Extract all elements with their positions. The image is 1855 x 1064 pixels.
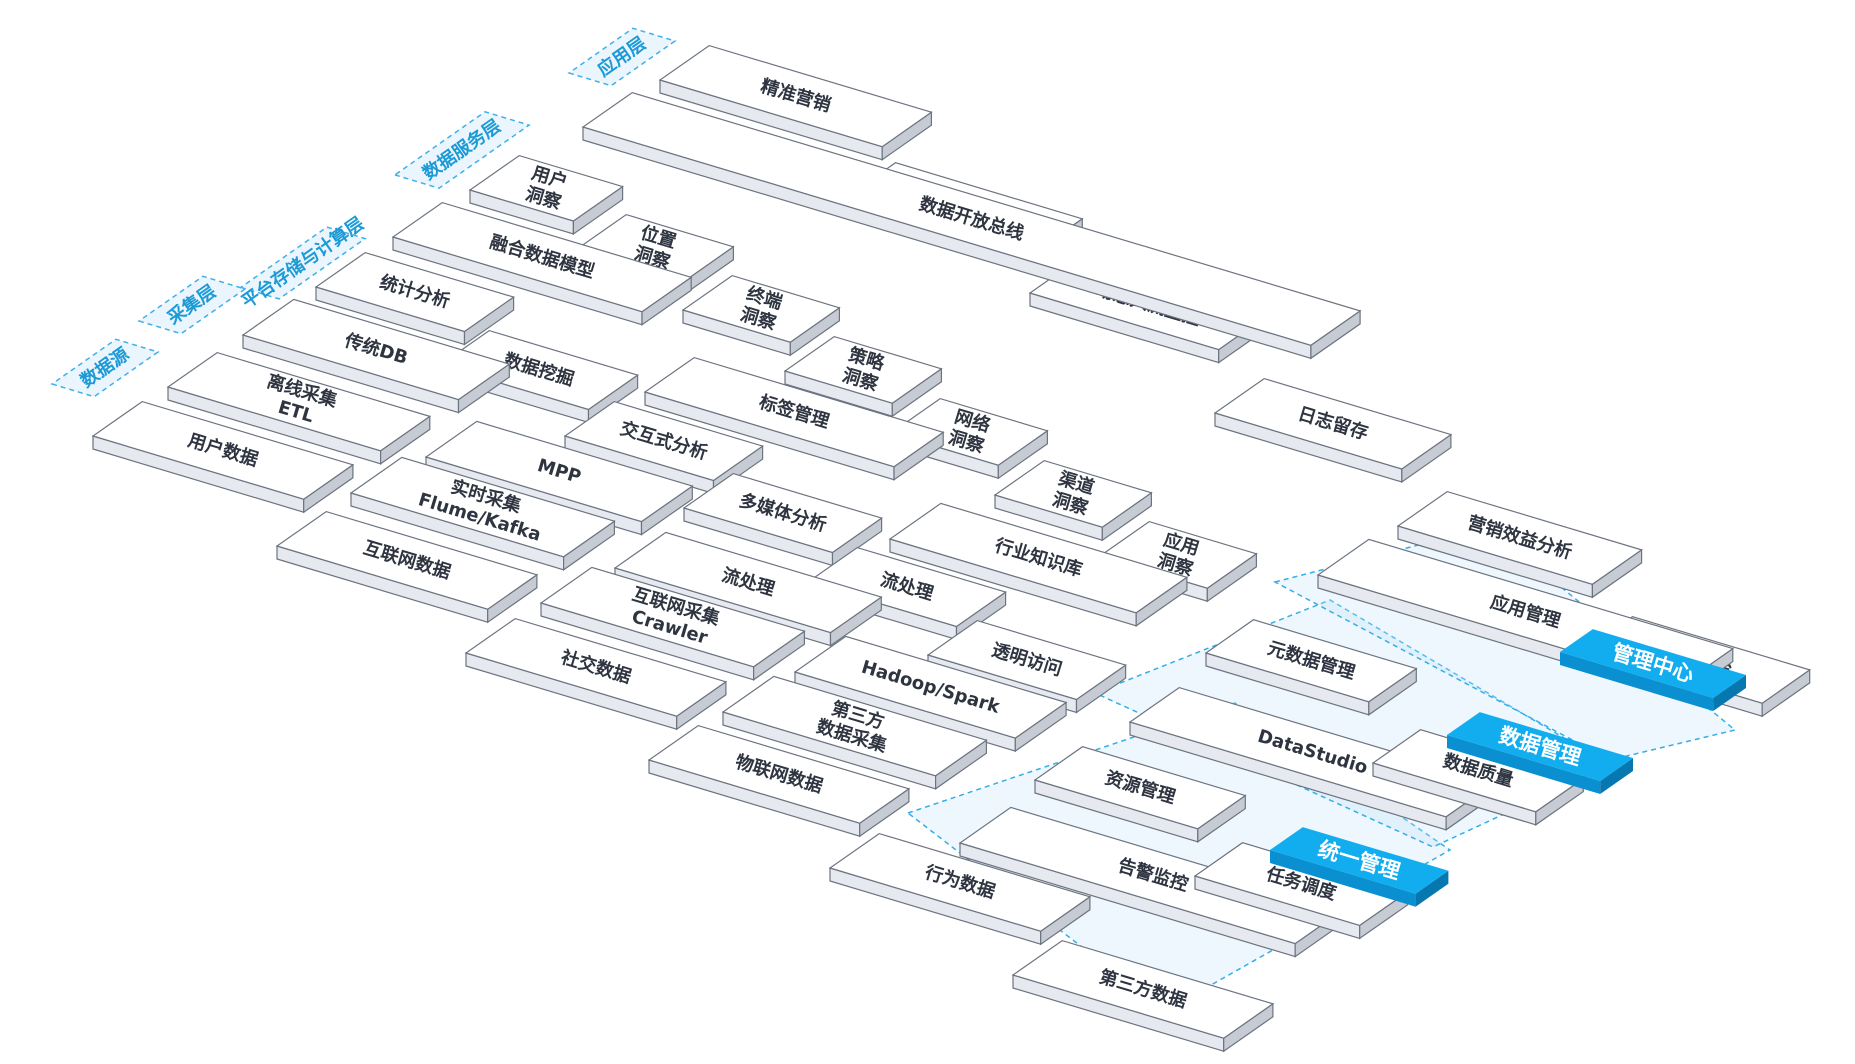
block-unified-management-side-face <box>1415 870 1449 907</box>
block-third-party-data: 第三方数据 <box>1011 939 1275 1053</box>
block-management-center: 管理中心 <box>1560 629 1746 711</box>
block-realtime-flume-top-face <box>349 456 616 558</box>
block-multimedia-analysis-top-face <box>682 472 883 554</box>
layer-label-storage-frame <box>239 226 367 300</box>
block-offline-etl-top-face <box>166 351 432 452</box>
block-multimedia-analysis: 多媒体分析 <box>682 472 883 567</box>
block-third-party-collect-top-face <box>721 675 988 777</box>
block-internet-data-top-face <box>275 510 539 610</box>
block-statistical-analysis: 统计分析 <box>314 251 515 346</box>
block-hadoop-spark-top-face <box>793 635 1068 739</box>
block-transparent-access-top-face <box>926 619 1127 701</box>
block-unified-management-top-face <box>1270 827 1449 894</box>
block-precision-marketing: 精准营销 <box>658 44 933 161</box>
block-data-management-top-face <box>1447 712 1633 781</box>
block-social-data-top-face <box>464 617 728 717</box>
block-internet-data: 互联网数据 <box>275 510 539 624</box>
block-network-insight-top-face <box>889 397 1049 466</box>
layer-label-collection: 采集层 <box>137 275 247 335</box>
block-data-open-bus: 数据开放总线 <box>581 91 1362 360</box>
block-user-data-top-face <box>91 400 355 500</box>
block-stream-processing-2-top-face <box>806 546 1007 628</box>
block-third-party-data-top-face <box>1011 939 1275 1039</box>
block-stream-processing-1-top-face <box>613 531 883 634</box>
block-interactive-analysis: 交互式分析 <box>563 400 764 495</box>
block-marketing-benefit: 营销效益分析 <box>1396 490 1643 599</box>
block-log-retention: 日志留存 <box>1213 377 1453 484</box>
layer-label-data-service-frame <box>393 110 531 190</box>
block-behavior-data: 行为数据 <box>828 832 1092 946</box>
block-task-scheduling: 任务调度 <box>1193 842 1409 940</box>
layer-label-data-source: 数据源 <box>50 338 160 398</box>
block-industry-kb: 行业知识库 <box>888 502 1189 627</box>
block-log-retention-top-face <box>1213 377 1453 470</box>
block-terminal-insight-top-face <box>681 274 841 343</box>
block-fusion-model-top-face <box>391 201 693 313</box>
block-alert-monitoring: 告警监控 <box>958 806 1348 958</box>
block-behavior-data-top-face <box>828 832 1092 932</box>
block-crawler-top-face <box>539 566 806 668</box>
block-unified-management-front-face <box>1270 850 1416 907</box>
block-traditional-db: 传统DB <box>241 298 511 414</box>
block-data-management-side-face <box>1600 758 1633 794</box>
block-user-insight-top-face <box>468 154 624 222</box>
block-resource-management: 资源管理 <box>1033 746 1247 843</box>
block-resource-management-top-face <box>1033 746 1247 830</box>
layer-label-application: 应用层 <box>567 27 677 87</box>
block-strategy-insight-top-face <box>783 335 943 404</box>
layer-label-application-frame <box>567 27 677 87</box>
layer-label-data-source-frame <box>50 338 160 398</box>
block-metadata-management-top-face <box>1204 619 1418 703</box>
block-channel-insight-top-face <box>993 459 1153 528</box>
block-data-management-front-face <box>1447 735 1601 794</box>
block-transparent-access: 透明访问 <box>926 619 1127 714</box>
block-marketing-benefit-top-face <box>1396 490 1643 585</box>
block-data-mining-top-face <box>438 329 639 411</box>
block-data-open-bus-top-face <box>581 91 1362 346</box>
block-management-center-front-face <box>1560 652 1714 711</box>
block-user-data: 用户数据 <box>91 400 355 514</box>
block-tag-management: 标签管理 <box>643 356 945 481</box>
block-iot-data: 物联网数据 <box>647 724 911 838</box>
block-precision-marketing-top-face <box>658 44 933 148</box>
block-mpp-top-face <box>424 420 694 523</box>
block-tag-management-top-face <box>643 356 945 468</box>
block-social-data: 社交数据 <box>464 617 728 731</box>
block-management-center-top-face <box>1560 629 1746 698</box>
block-iot-data-top-face <box>647 724 911 824</box>
block-traditional-db-top-face <box>241 298 511 401</box>
block-management-center-side-face <box>1713 675 1746 711</box>
block-metadata-management: 元数据管理 <box>1204 619 1418 716</box>
block-interactive-analysis-top-face <box>563 400 764 482</box>
block-statistical-analysis-top-face <box>314 251 515 333</box>
block-industry-kb-top-face <box>888 502 1189 614</box>
